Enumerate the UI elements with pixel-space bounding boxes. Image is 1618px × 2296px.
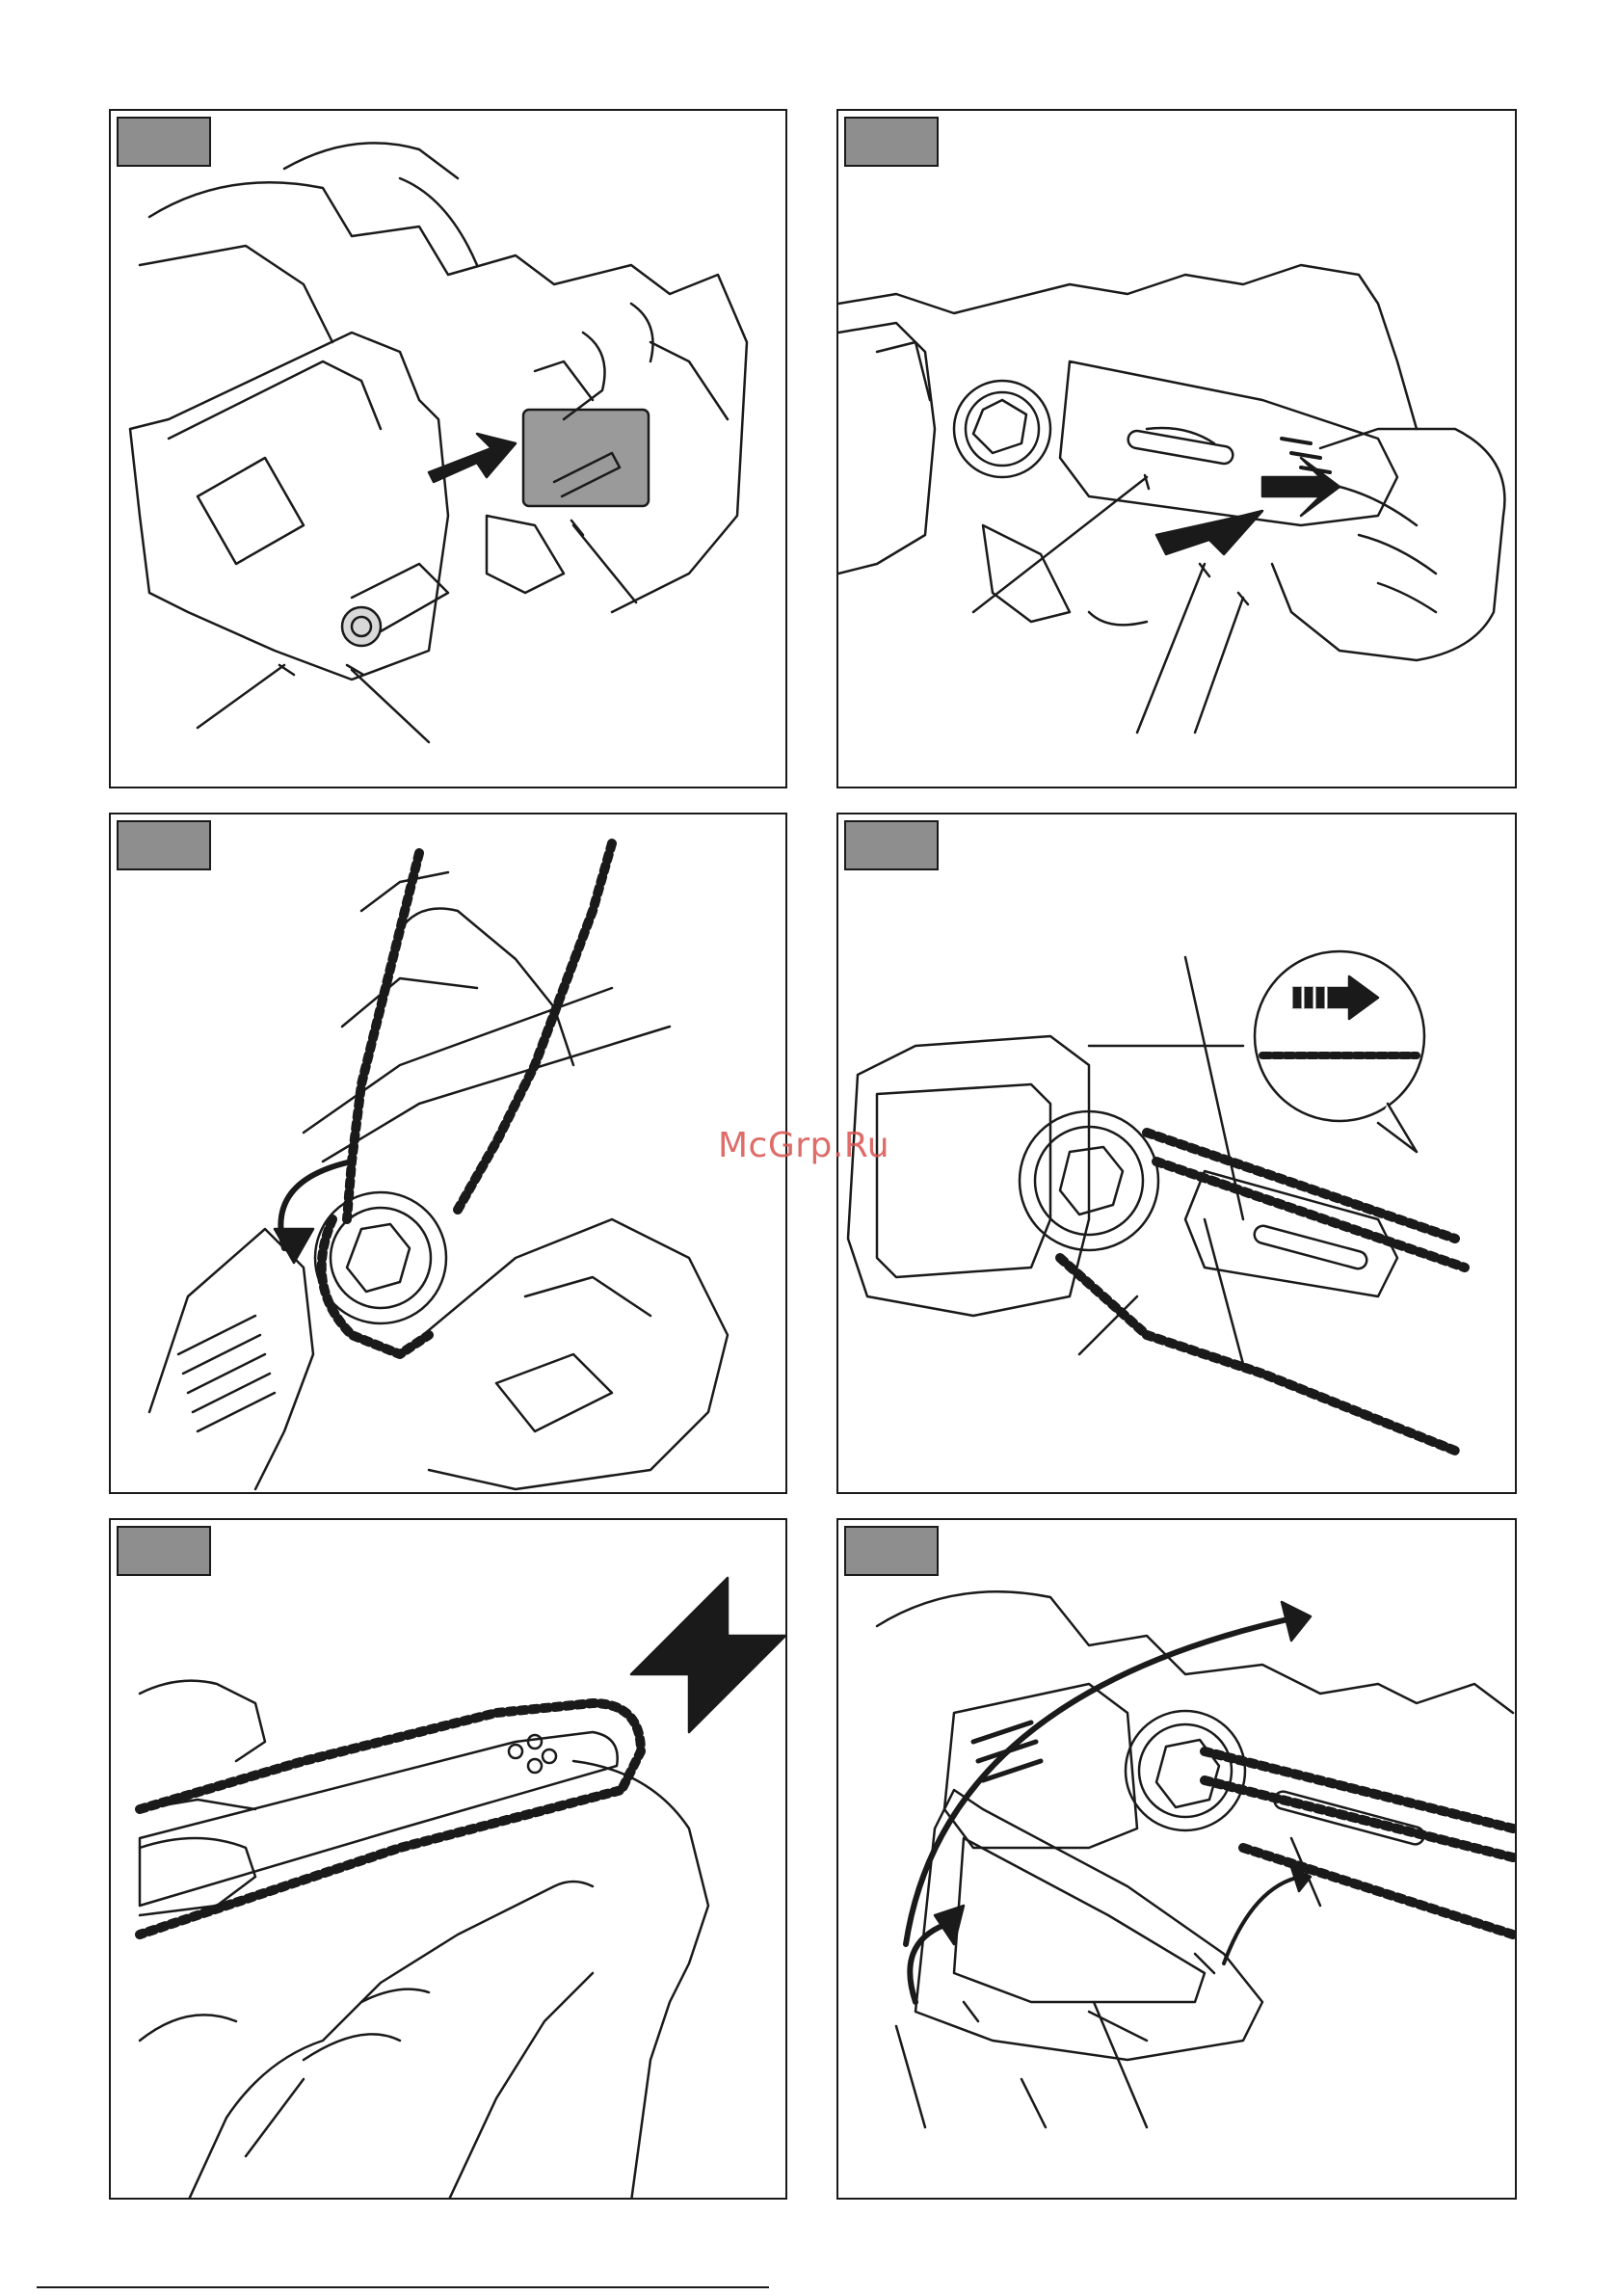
- sprocket-cover: [130, 333, 448, 680]
- figure-panel-1: [109, 109, 787, 788]
- chain-direction-illustration: [838, 814, 1517, 1494]
- cover-nut: [342, 607, 381, 646]
- bar-mount-illustration: [838, 111, 1517, 788]
- push-arrow: [1156, 511, 1262, 554]
- figure-panel-4: [836, 813, 1517, 1494]
- saw-chain: [347, 853, 419, 1219]
- figure-panel-6: [836, 1518, 1517, 2200]
- footer-rule: [37, 2286, 769, 2288]
- install-arrow: [906, 1616, 1301, 1944]
- hand: [573, 1761, 708, 2200]
- chain-sprocket-illustration: [111, 814, 787, 1494]
- bar-plate: [523, 410, 649, 506]
- direction-arrow: [631, 1578, 785, 1732]
- figure-panel-3: [109, 813, 787, 1494]
- guide-bar: [1060, 361, 1397, 525]
- guide-bar: [140, 1732, 618, 1906]
- clutch-drum: [954, 381, 1050, 477]
- saw-chain: [1205, 1751, 1513, 1857]
- motor-housing: [944, 1684, 1137, 1848]
- figure-panel-5: [109, 1518, 787, 2200]
- cover-reinstall-illustration: [838, 1520, 1517, 2200]
- sprocket-cover: [915, 1790, 1262, 2060]
- cover-removal-illustration: [111, 111, 787, 788]
- detail-callout: [1255, 951, 1424, 1121]
- clutch-drum: [1126, 1711, 1245, 1830]
- watermark: McGrp.Ru: [718, 1126, 911, 1180]
- rotation-arrow: [910, 1925, 944, 2002]
- clutch-drum: [315, 1192, 446, 1323]
- chain-bar-tip-illustration: [111, 1520, 787, 2200]
- figure-panel-2: [836, 109, 1517, 788]
